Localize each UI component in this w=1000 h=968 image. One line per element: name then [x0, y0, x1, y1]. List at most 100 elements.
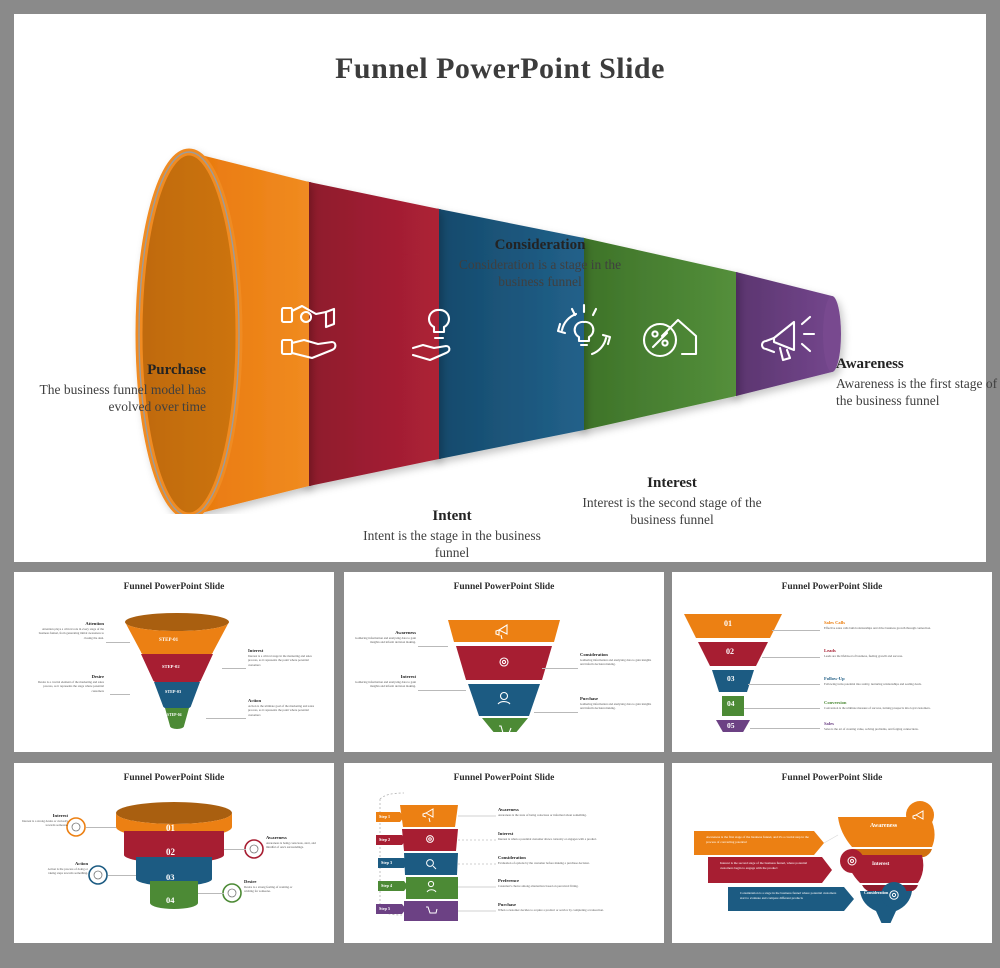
stage-heading: Awareness [836, 356, 904, 372]
callout-purchase: Purchase When a customer decides to acqu… [498, 902, 654, 912]
callout-heading: Desire [244, 879, 257, 884]
step-badge: Step 4 [381, 883, 393, 888]
callout-desire: Desire Desire is a strong feeling of wan… [244, 879, 300, 894]
thumbnail-slide-6[interactable]: Funnel PowerPoint Slide [672, 763, 992, 943]
segment-label: Awareness [870, 823, 898, 829]
stage-label-awareness: Awareness Awareness is the first stage o… [836, 356, 1000, 409]
callout-heading: Interest [400, 674, 416, 679]
callout-heading: Purchase [498, 902, 517, 907]
callout-body: Conversion is the ultimate measure of su… [824, 706, 931, 710]
half-funnel-graphic [694, 801, 935, 923]
callout-body: Leads are the lifeblood of business, fue… [824, 654, 903, 658]
callout-body: Interest is when a potential customer sh… [498, 837, 598, 841]
callout-heading: Awareness [266, 835, 287, 840]
callout-body: Desire is a crucial element of the marke… [37, 680, 104, 693]
idea-hand-icon [411, 308, 451, 362]
callout-heading: Consideration [580, 652, 608, 657]
segment-number: 01 [724, 619, 732, 628]
callout-action: Action Action is the process of doing or… [40, 861, 88, 876]
thumbnail-slide-4[interactable]: Funnel PowerPoint Slide [14, 763, 334, 943]
callout-heading: Purchase [580, 696, 599, 701]
numbered-funnel-graphic [684, 614, 782, 732]
segment-label: STEP-01 [159, 638, 179, 643]
inverted-triangle-graphic [448, 620, 560, 732]
thumbnail-slide-5[interactable]: Funnel PowerPoint Slide [344, 763, 664, 943]
segment-number: 03 [727, 674, 735, 683]
callout-preference: Preference Customer's choice among alter… [498, 878, 654, 888]
callout-body: Desire is a strong feeling of wanting or… [244, 885, 293, 894]
thumbnail-slide-1[interactable]: Funnel PowerPoint Slide STEP-01 STEP-02 … [14, 572, 334, 752]
thumbnail-title: Funnel PowerPoint Slide [453, 582, 555, 592]
callout-body: Gathering information and analysing data… [580, 658, 652, 667]
page-title: Funnel PowerPoint Slide [335, 52, 665, 85]
callout-body: Action is the ultimate goal of the marke… [248, 704, 315, 717]
callout-consideration: Consideration is a stage in the business… [740, 891, 837, 900]
thumbnail-title: Funnel PowerPoint Slide [453, 773, 555, 783]
callout-body: Interest is a critical stage in the mark… [248, 654, 312, 667]
callout-interest: Interest Interest is when a potential cu… [498, 831, 654, 841]
callout-body: Gathering information and analysing data… [355, 680, 416, 689]
stage-label-interest: Interest Interest is the second stage of… [577, 475, 767, 528]
callout-interest: Interest is the second stage of the busi… [720, 861, 808, 870]
segment-number: 03 [166, 872, 175, 882]
callout-interest: Interest Interest is a strong desire or … [20, 813, 68, 828]
callout-conversion: Conversion Conversion is the ultimate me… [824, 700, 964, 710]
funnel-diagram: Purchase The business funnel model has e… [14, 94, 997, 560]
callout-heading: Attention [85, 621, 104, 626]
callout-leads: Leads Leads are the lifeblood of busines… [824, 648, 964, 658]
callout-heading: Sales Calls [824, 620, 846, 625]
stacked-funnel-graphic [125, 613, 229, 729]
cylinder-funnel-graphic [66, 802, 264, 909]
lightbulb-refresh-icon [556, 303, 612, 356]
callout-awareness: Awareness is the first stage of the busi… [706, 835, 809, 844]
callout-body: Following turns potential into reality, … [824, 682, 922, 686]
callout-body: Interest is a strong desire or curiosity… [22, 819, 68, 828]
callout-body: Gathering information and analysing data… [355, 636, 416, 645]
segment-label: STEP-02 [162, 664, 180, 669]
callout-heading: Consideration [498, 855, 526, 860]
stage-body: Interest is the second stage of the busi… [582, 495, 762, 527]
callout-interest: Interest Interest is a critical stage in… [248, 648, 322, 667]
thumbnail-slide-2[interactable]: Funnel PowerPoint Slide [344, 572, 664, 752]
stage-body: Awareness is the first stage of the busi… [836, 376, 998, 408]
stage-label-intent: Intent Intent is the stage in the busine… [352, 508, 552, 561]
house-discount-icon [642, 318, 698, 358]
callout-body: Awareness is the state of being consciou… [498, 813, 587, 817]
main-slide: Funnel PowerPoint Slide [14, 14, 997, 562]
segment-label: Interest [872, 861, 890, 867]
thumbnail-grid: Funnel PowerPoint Slide STEP-01 STEP-02 … [0, 568, 1000, 968]
segment-label: STEP-03 [165, 689, 182, 694]
callout-body: Effective sales calls build relationship… [824, 626, 931, 630]
stage-heading: Consideration [494, 237, 586, 253]
stage-heading: Purchase [147, 362, 206, 378]
step-badge: Step 3 [381, 860, 393, 865]
thumbnail-title: Funnel PowerPoint Slide [781, 773, 883, 783]
segment-number: 05 [727, 721, 735, 730]
stage-heading: Intent [432, 508, 472, 524]
stage-label-consideration: Consideration Consideration is a stage i… [442, 237, 638, 290]
callout-awareness: Awareness Awareness is the state of bein… [498, 807, 654, 817]
segment-number: 02 [726, 647, 734, 656]
callout-body: Customer's choice among alternatives bas… [498, 884, 579, 888]
callout-follow-up: Follow-Up Following turns potential into… [824, 676, 964, 686]
funnel-segment-purchase [135, 148, 309, 514]
segment-number: 04 [166, 895, 175, 905]
callout-heading: Awareness [498, 807, 519, 812]
callout-attention: Attention Attention plays a critical rol… [32, 621, 104, 640]
callout-awareness: Awareness Awareness is being conscious, … [266, 835, 324, 850]
callout-heading: Action [248, 698, 262, 703]
callout-sales: Sales Sales is the art of creating value… [824, 721, 964, 731]
funnel-segment-awareness [721, 271, 841, 397]
stage-heading: Interest [647, 475, 697, 491]
callout-body: Attention plays a critical role in every… [38, 627, 104, 640]
callout-body: Gathering information and analysing data… [580, 702, 652, 711]
callout-desire: Desire Desire is a crucial element of th… [32, 674, 104, 693]
stage-label-purchase: Purchase The business funnel model has e… [36, 362, 206, 415]
callout-heading: Interest [248, 648, 264, 653]
stage-body: The business funnel model has evolved ov… [39, 382, 206, 414]
callout-body: Evaluation of options by the customer be… [498, 861, 590, 865]
step-badge: Step 5 [379, 906, 391, 911]
thumbnail-slide-3[interactable]: Funnel PowerPoint Slide 01 02 03 04 05 [672, 572, 992, 752]
segment-label: STEP-04 [167, 713, 182, 717]
callout-consideration: Consideration Gathering information and … [580, 652, 652, 667]
